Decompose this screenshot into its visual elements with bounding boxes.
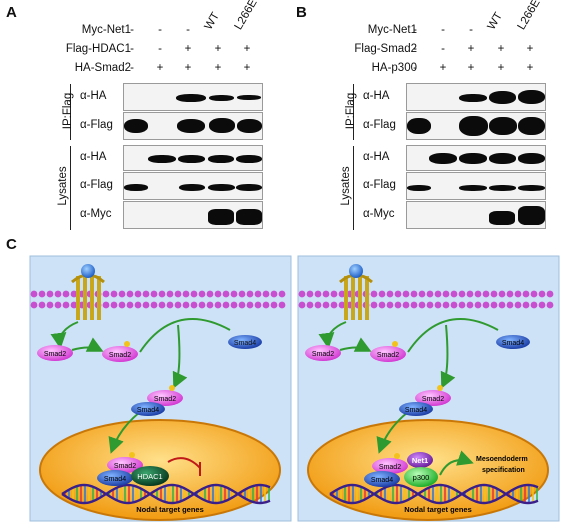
panel-a-row1-label: Myc-Net1	[81, 24, 131, 36]
panel-a-blot4-label: α-Flag	[80, 179, 113, 191]
panel-a-sign: +	[243, 43, 251, 55]
panel-b-sign: +	[497, 62, 505, 74]
panel-b-row3-label: HA-p300	[371, 62, 417, 74]
left-cell: Smad2 Smad2 Smad4 Smad2 Smad4 Smad2 Smad…	[29, 255, 292, 522]
panel-a-sign: +	[214, 62, 222, 74]
panel-a-row2-label: Flag-HDAC1	[65, 43, 131, 55]
panel-a-sign: +	[156, 62, 164, 74]
right-smad2-a: Smad2	[312, 351, 334, 358]
left-genes-label: Nodal target genes	[136, 505, 204, 514]
left-complex-smad2: Smad2	[154, 396, 176, 403]
panel-b-sign: -	[413, 24, 417, 36]
panel-b-sign: +	[497, 43, 505, 55]
right-smad2-b: Smad2	[377, 352, 399, 359]
panel-b-blot3-label: α-HA	[363, 151, 390, 163]
panel-a-sign: -	[130, 24, 134, 36]
panel-b-blot1-label: α-HA	[363, 90, 390, 102]
panel-a-blot3-label: α-HA	[80, 151, 107, 163]
left-smad2-b: Smad2	[109, 352, 131, 359]
panel-b-sign: +	[467, 43, 475, 55]
panel-c-letter: C	[6, 236, 17, 253]
panel-a-letter: A	[6, 4, 17, 21]
panel-a-blot2-label: α-Flag	[80, 119, 113, 131]
panel-a-row3-label: HA-Smad2	[74, 62, 131, 74]
right-complex-smad4: Smad4	[405, 407, 427, 414]
panel-a-ip-ha-blot	[123, 83, 263, 111]
left-smad4: Smad4	[234, 340, 256, 347]
panel-b-blot2-label: α-Flag	[363, 119, 396, 131]
panel-a-sign: -	[158, 43, 162, 55]
left-complex-smad4: Smad4	[137, 407, 159, 414]
panel-a-blot5-label: α-Myc	[80, 208, 112, 220]
panel-a-sign: +	[214, 43, 222, 55]
panel-b-ip-flag-blot	[406, 112, 546, 140]
panel-b-blot4-label: α-Flag	[363, 179, 396, 191]
right-nuc-smad4: Smad4	[371, 477, 393, 484]
panel-a-lys-myc-blot	[123, 201, 263, 229]
panel-a-lys-ha-blot	[123, 145, 263, 171]
right-p300: p300	[413, 473, 430, 482]
right-meso-line1: Mesoendoderm	[476, 456, 528, 463]
panel-b-row2-label: Flag-Smad2	[354, 43, 417, 55]
panel-b-letter: B	[296, 4, 307, 21]
right-cell: Smad2 Smad2 Smad4 Smad2 Smad4 Smad2 Smad…	[297, 255, 560, 522]
panel-a-blot1-label: α-HA	[80, 90, 107, 102]
right-smad4: Smad4	[502, 340, 524, 347]
right-genes-label: Nodal target genes	[404, 505, 472, 514]
panel-a-lys-flag-blot	[123, 172, 263, 200]
left-nuc-smad2: Smad2	[114, 463, 136, 470]
panel-b-row1-label: Myc-Net1	[367, 24, 417, 36]
panel-b-lys-ha-blot	[406, 145, 546, 171]
left-hdac1: HDAC1	[137, 472, 162, 481]
right-net1: Net1	[412, 456, 428, 465]
panel-b-sign: +	[526, 43, 534, 55]
panel-a-sign: +	[184, 43, 192, 55]
panel-b-sign: -	[413, 43, 417, 55]
panel-b-sign: +	[526, 62, 534, 74]
left-smad2-a: Smad2	[44, 351, 66, 358]
panel-b-lys-flag-blot	[406, 172, 546, 200]
left-nuc-smad4: Smad4	[104, 476, 126, 483]
panel-a-sign: -	[158, 24, 162, 36]
panel-b-blot5-label: α-Myc	[363, 208, 395, 220]
panel-b-ip-ha-blot	[406, 83, 546, 111]
panel-b-sign: -	[441, 24, 445, 36]
panel-a-ip-flag-blot	[123, 112, 263, 140]
panel-b-lys-myc-blot	[406, 201, 546, 229]
panel-a-sign: +	[184, 62, 192, 74]
right-nuc-smad2: Smad2	[379, 464, 401, 471]
panel-a-sign: -	[130, 43, 134, 55]
panel-a-sign: +	[243, 62, 251, 74]
panel-b-sign: +	[467, 62, 475, 74]
panel-b-sign: -	[441, 43, 445, 55]
panel-b-sign: -	[413, 62, 417, 74]
panel-b-sign: -	[469, 24, 473, 36]
panel-a-sign: -	[186, 24, 190, 36]
panel-b-sign: +	[439, 62, 447, 74]
right-meso-line2: specification	[482, 467, 525, 474]
right-complex-smad2: Smad2	[422, 396, 444, 403]
panel-a-sign: -	[130, 62, 134, 74]
